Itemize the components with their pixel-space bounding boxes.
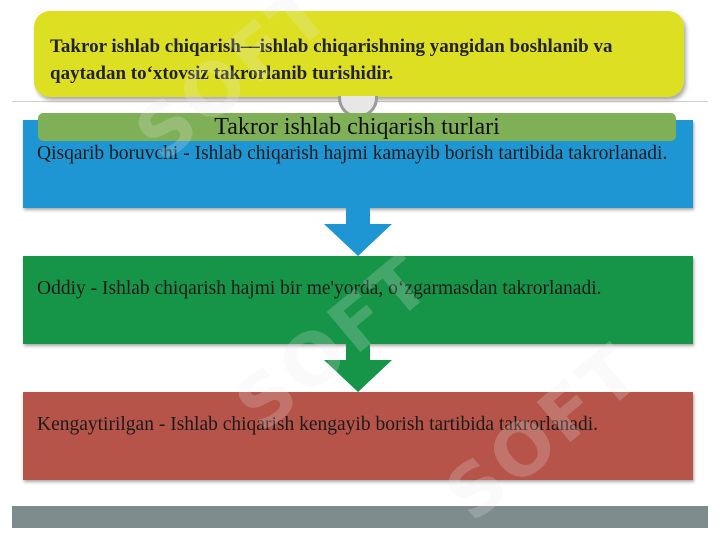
types-header: Takror ishlab chiqarish turlari <box>38 113 676 141</box>
down-arrow-shape-2 <box>324 344 392 392</box>
down-arrow-shape-1 <box>324 208 392 256</box>
down-arrow-icon <box>324 208 392 256</box>
step-text-extended: Kengaytirilgan - Ishlab chiqarish kengay… <box>37 414 598 435</box>
down-arrow-icon <box>324 344 392 392</box>
slide-footer-bar <box>12 506 708 528</box>
step-box-extended: Kengaytirilgan - Ishlab chiqarish kengay… <box>23 392 693 480</box>
step-text-simple: Oddiy - Ishlab chiqarish hajmi bir me'yo… <box>37 278 602 299</box>
definition-box: Takror ishlab chiqarish—ishlab chiqarish… <box>34 11 684 97</box>
step-box-simple: Oddiy - Ishlab chiqarish hajmi bir me'yo… <box>23 256 693 344</box>
definition-text: Takror ishlab chiqarish—ishlab chiqarish… <box>50 36 613 84</box>
step-text-contracting: Qisqarib boruvchi - Ishlab chiqarish haj… <box>37 143 668 164</box>
